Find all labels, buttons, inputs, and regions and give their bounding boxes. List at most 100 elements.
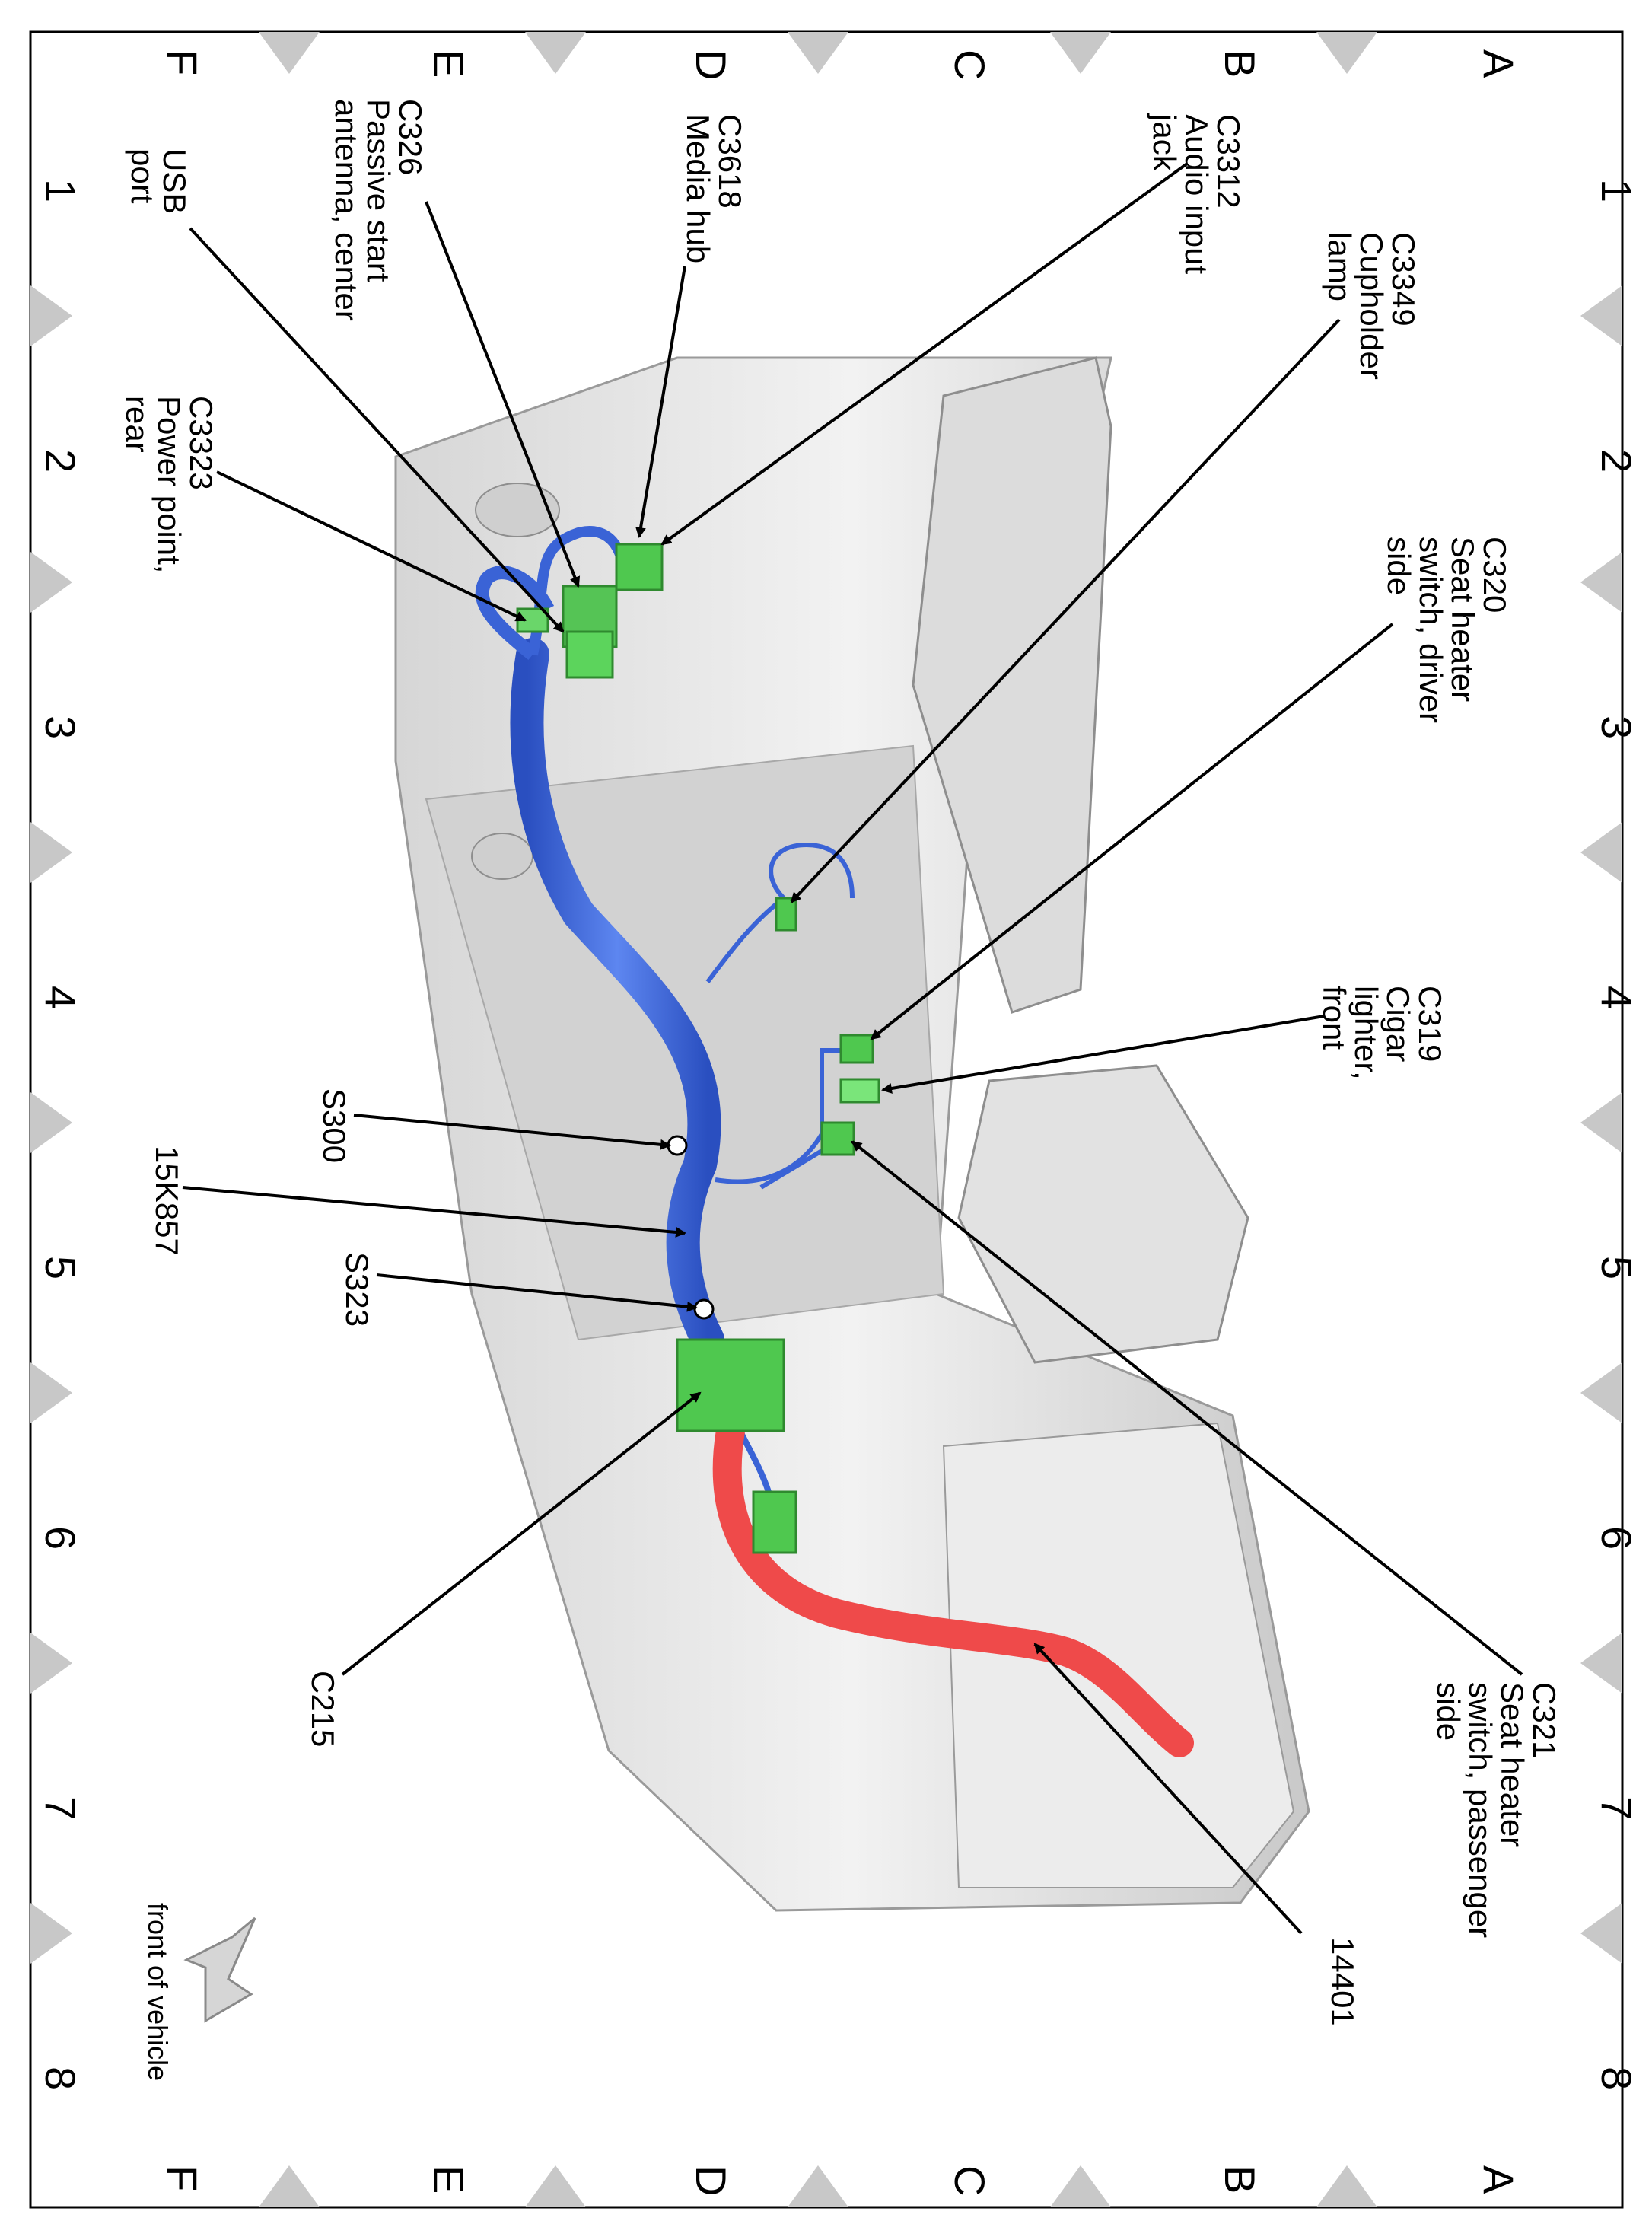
callout-c321: C321 Seat heater switch, passenger side [1431,1682,1562,1947]
zone-marker-right-2 [1580,552,1622,613]
col-label-top-7: 7 [1593,1796,1641,1820]
zone-marker-left-5 [30,1362,72,1423]
connector-c3349 [775,897,797,932]
zone-marker-left-3 [30,822,72,883]
col-label-bottom-4: 4 [37,986,84,1009]
col-label-top-4: 4 [1593,986,1641,1009]
red-harness-14401 [712,1416,1194,1757]
connector-red-inline [752,1490,797,1554]
connectors [516,543,880,1554]
col-label-top-8: 8 [1593,2066,1641,2090]
row-label-top-F: F [158,49,206,75]
zone-marker-bottom-4 [1050,2165,1111,2207]
callout-14401: 14401 [1325,1937,1361,2026]
shifter-area [957,1064,1249,1364]
col-label-bottom-3: 3 [37,715,84,739]
leader-c326 [425,201,581,588]
connector-c3312 [615,543,664,591]
callout-c3349: C3349 Cupholder lamp [1322,232,1421,388]
rear-port-opening [475,483,560,537]
connector-c320 [839,1034,874,1064]
zone-marker-right-4 [1580,1092,1622,1153]
front-direction-arrow-icon [183,1917,256,2023]
splice-s323 [693,1298,715,1320]
row-label-top-D: D [687,49,735,80]
callout-c215: C215 [305,1671,341,1747]
leader-c3349 [790,318,1341,903]
col-label-top-2: 2 [1593,449,1641,473]
front-of-vehicle-label: front of vehicle [142,1903,173,2081]
leader-c319 [881,1015,1325,1094]
zone-marker-right-1 [1580,285,1622,346]
zone-marker-left-2 [30,552,72,613]
col-label-top-5: 5 [1593,1256,1641,1279]
callout-c320: C320 Seat heater switch, driver side [1381,537,1513,732]
row-label-bottom-F: F [158,2165,206,2191]
connector-c3618 [565,630,614,679]
grid-zone-markers [30,32,1622,2207]
row-label-bottom-C: C [946,2165,994,2196]
col-label-top-6: 6 [1593,1526,1641,1550]
col-label-bottom-6: 6 [37,1526,84,1550]
col-label-bottom-7: 7 [37,1796,84,1820]
row-label-top-E: E [425,49,473,78]
zone-marker-bottom-1 [259,2165,320,2207]
col-label-bottom-1: 1 [37,179,84,202]
callout-labels: C3312 Audio input jack C3618 Media hub C… [119,99,1562,2026]
zone-marker-top-4 [1050,32,1111,74]
leader-s300 [353,1114,671,1150]
leader-c320 [870,623,1394,1040]
zone-marker-left-6 [30,1633,72,1694]
row-label-bottom-B: B [1216,2165,1264,2194]
callout-leader-lines [182,162,1523,1935]
grid-labels: 1 2 3 4 5 6 7 8 1 2 3 4 5 6 7 8 A B C D … [37,49,1641,2196]
col-label-bottom-2: 2 [37,449,84,473]
zone-marker-top-5 [1316,32,1377,74]
blue-harness-main [510,638,724,1356]
row-label-top-C: C [946,49,994,80]
leader-s323 [376,1273,698,1312]
zone-marker-right-5 [1580,1362,1622,1423]
callout-s300: S300 [317,1088,352,1163]
zone-marker-right-6 [1580,1633,1622,1694]
row-label-top-A: A [1475,49,1523,78]
leader-c3312 [660,162,1189,546]
row-label-top-B: B [1216,49,1264,78]
connector-c321 [820,1121,855,1156]
row-label-bottom-D: D [687,2165,735,2196]
leader-c215 [341,1391,702,1676]
connector-c215 [676,1338,785,1432]
leader-c3323 [216,470,527,622]
zone-marker-left-7 [30,1903,72,1964]
leader-usb [189,227,565,633]
callout-c326: C326 Passive start antenna, center [329,99,428,321]
callout-c3323: C3323 Power point, rear [119,396,219,582]
row-label-bottom-A: A [1475,2165,1523,2194]
col-label-top-3: 3 [1593,715,1641,739]
blue-branch-cupholder [705,842,855,983]
callout-15k857: 15K857 [149,1145,185,1256]
zone-marker-right-3 [1580,822,1622,883]
leader-15k857 [182,1186,686,1238]
armrest-lid [912,356,1112,1014]
zone-marker-bottom-3 [788,2165,848,2207]
front-bezel [942,1422,1295,1888]
leader-c321 [851,1140,1523,1676]
zone-marker-top-2 [525,32,586,74]
callout-c3618: C3618 Media hub [680,114,748,263]
zone-marker-left-4 [30,1092,72,1153]
splice-s300 [667,1135,688,1156]
row-label-bottom-E: E [425,2165,473,2194]
zone-marker-right-7 [1580,1903,1622,1964]
zone-marker-bottom-2 [525,2165,586,2207]
col-label-bottom-5: 5 [37,1256,84,1279]
callout-c3312: C3312 Audio input jack [1147,113,1246,283]
col-label-top-1: 1 [1593,179,1641,202]
leader-14401 [1033,1643,1303,1935]
front-of-vehicle-indicator: front of vehicle [142,1903,256,2081]
callout-usb: USB port [125,148,193,223]
zone-marker-top-3 [788,32,848,74]
callout-s323: S323 [339,1252,375,1327]
blue-harness-rear-loop [475,566,555,661]
